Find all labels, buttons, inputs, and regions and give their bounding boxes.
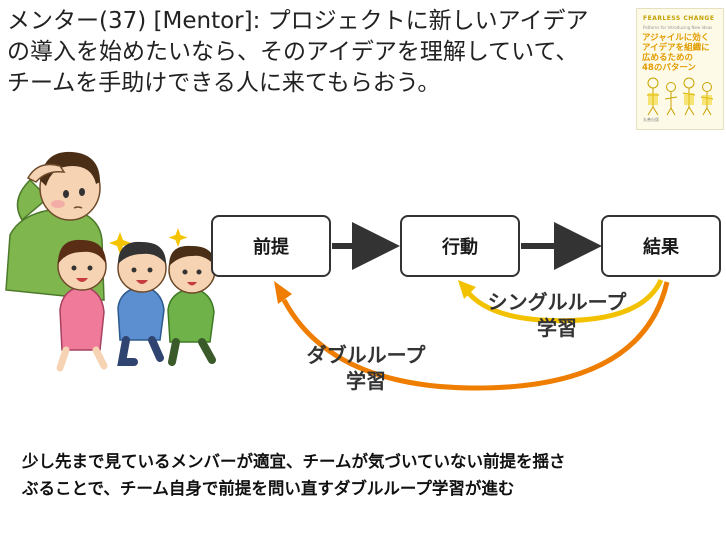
book-title-line: 48のパターン [642,63,696,73]
double-loop-arrowhead [274,281,292,304]
mentor-and-team-illustration [5,151,216,372]
book-title-line: アジャイルに効く [642,33,710,43]
single-loop-arrow [464,278,664,324]
single-loop-label-line-2: 学習 [537,316,577,340]
book-cover-illustration [647,77,714,116]
book-subtitle: Patterns for Introducing New Ideas [643,25,713,30]
single-loop-arrowhead [458,280,476,299]
node-premise: 前提 [211,215,331,277]
double-loop-label: ダブルループ 学習 [286,342,446,394]
node-action: 行動 [400,215,520,277]
single-loop-label: シングルループ 学習 [472,289,642,341]
double-loop-label-line-2: 学習 [346,369,386,393]
title-line-2: の導入を始めたいなら、そのアイデアを理解していて、 [7,39,579,65]
caption: 少し先まで見ているメンバーが適宜、チームが気づいていない前提を揺さ ぶることで、… [22,448,712,502]
caption-line-1: 少し先まで見ているメンバーが適宜、チームが気づいていない前提を揺さ [22,452,566,471]
double-loop-arrow [281,281,670,391]
child-figure [117,241,167,366]
book-cover: FEARLESS CHANGE Patterns for Introducing… [636,8,724,130]
double-loop-label-line-1: ダブルループ [306,343,426,367]
book-title-line: 広めるための [642,53,694,63]
book-title: アジャイルに効く アイデアを組織に 広めるための 48のパターン [642,33,720,73]
slide-title: メンター(37) [Mentor]: プロジェクトに新しいアイデア の導入を始め… [7,6,627,99]
book-title-line: アイデアを組織に [642,43,710,53]
caption-line-2: ぶることで、チーム自身で前提を問い直すダブルループ学習が進む [22,479,515,498]
book-series: FEARLESS CHANGE [643,15,715,22]
node-result: 結果 [601,215,721,277]
book-publisher: 丸善出版 [643,117,659,122]
child-figure [56,239,108,372]
title-line-1: メンター(37) [Mentor]: プロジェクトに新しいアイデア [7,8,589,34]
title-line-3: チームを手助けできる人に来てもらおう。 [7,70,441,96]
single-loop-label-line-1: シングルループ [487,290,627,314]
child-figure [167,245,216,366]
